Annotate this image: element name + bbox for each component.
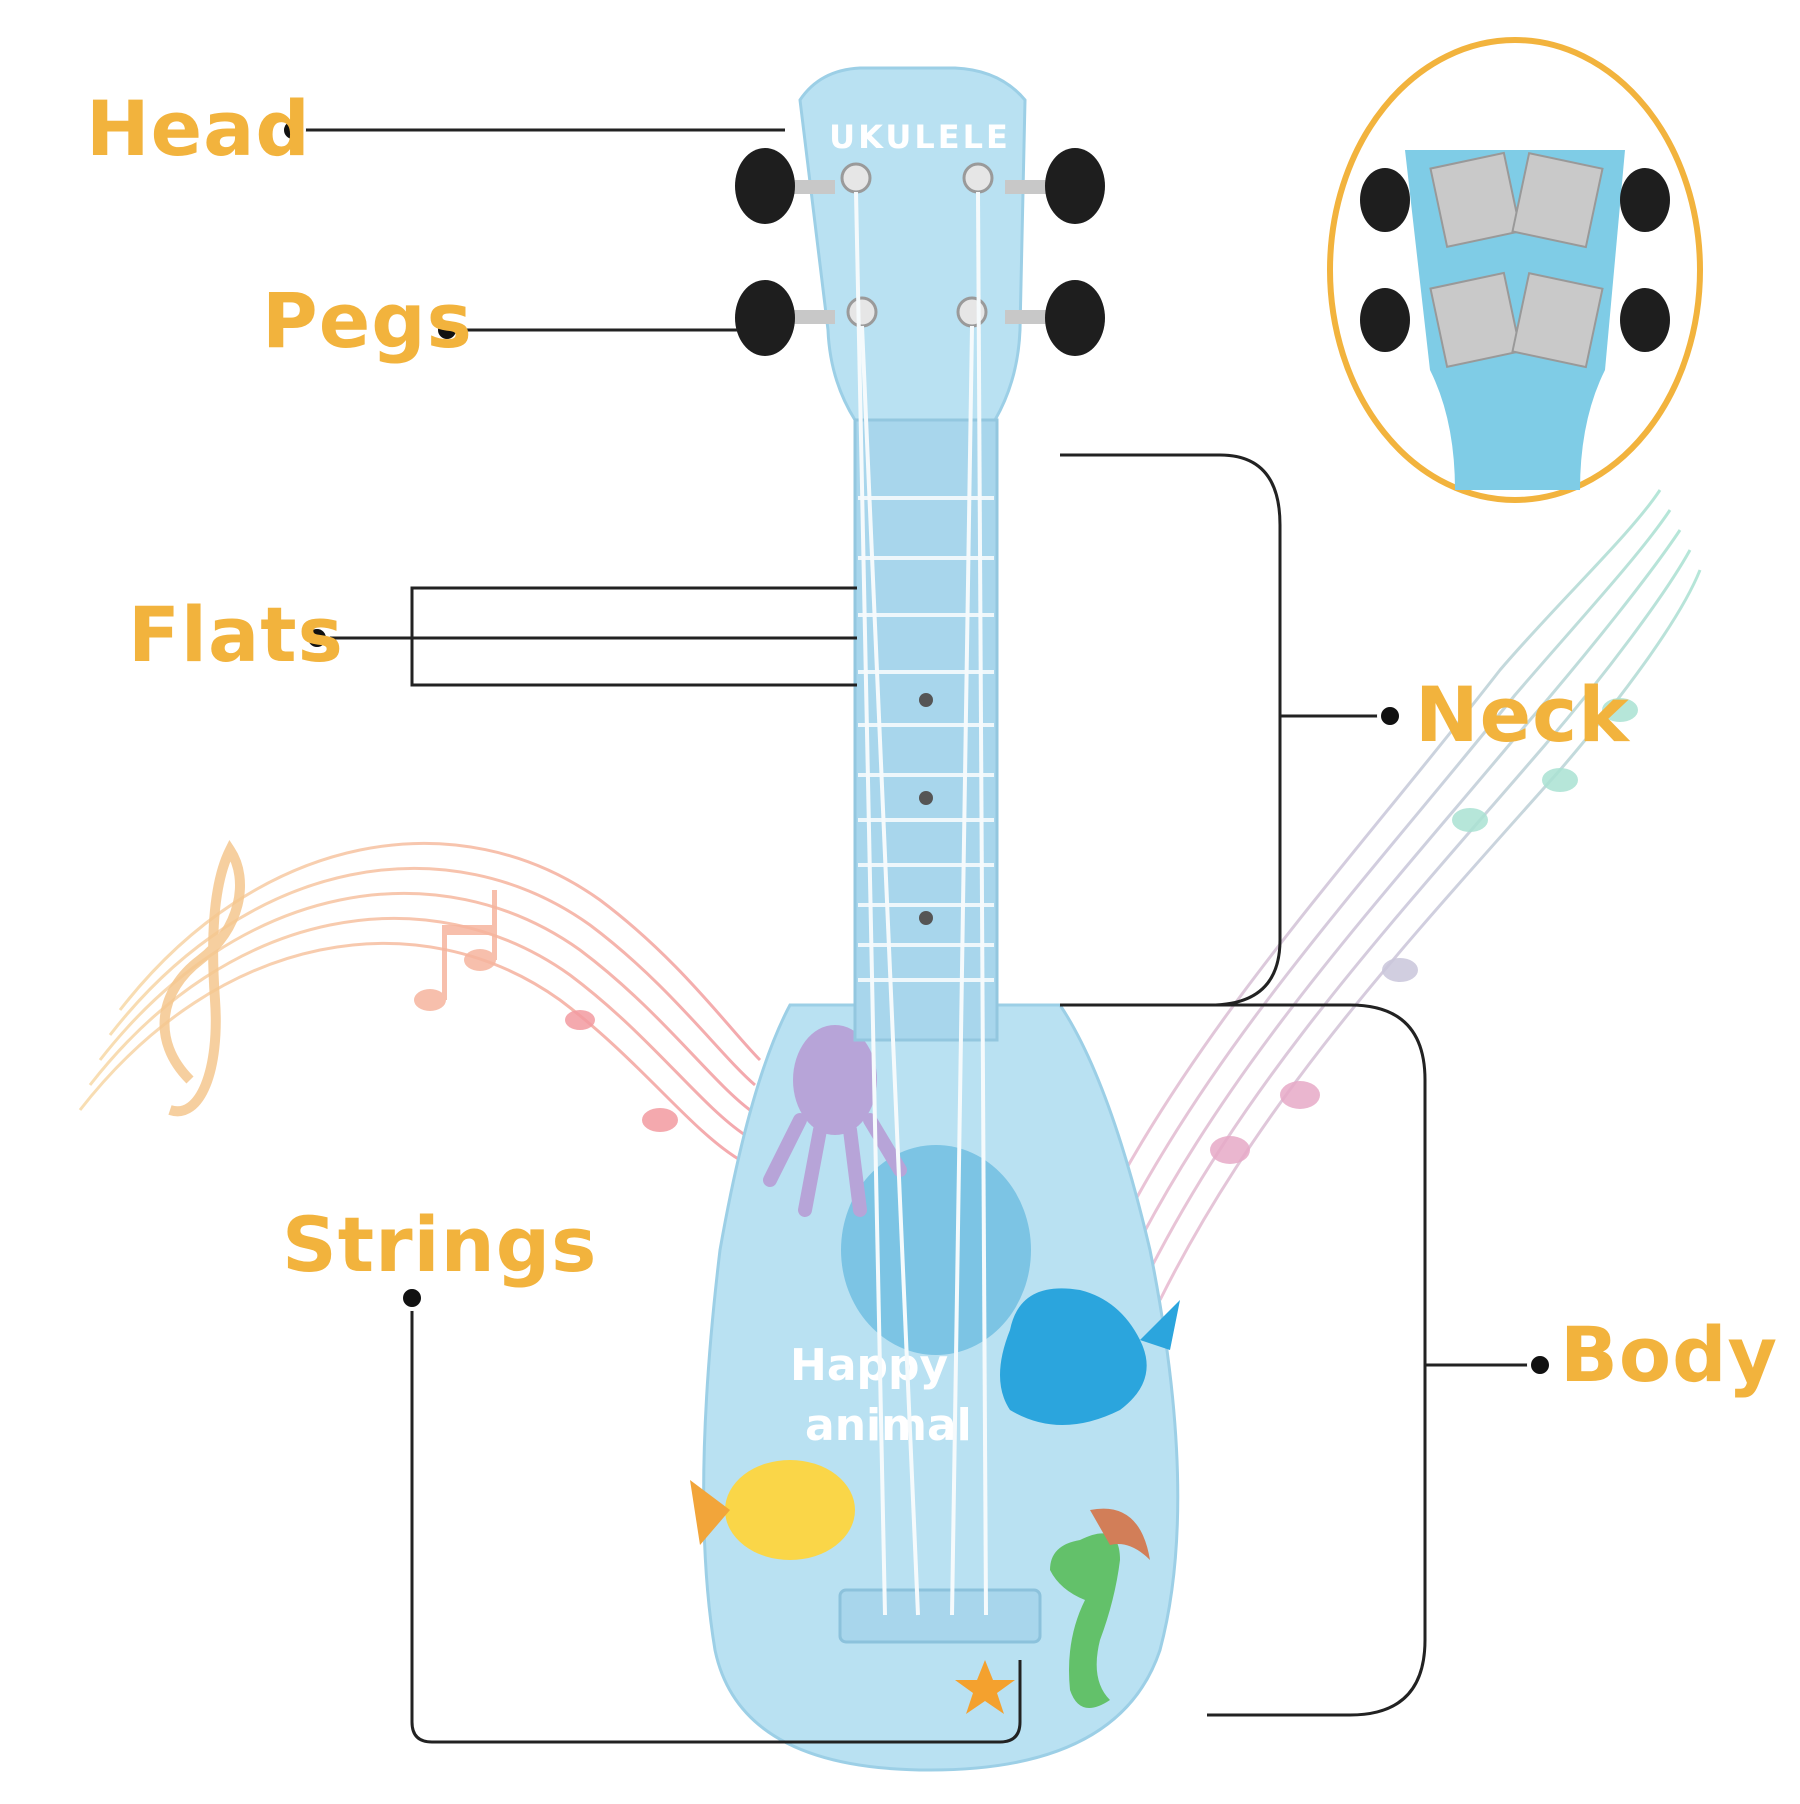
label-neck: Neck bbox=[1415, 670, 1630, 759]
music-staff-right-decoration bbox=[1118, 489, 1702, 1301]
ukulele-headstock: UKULELE bbox=[798, 66, 1027, 422]
music-notes-right-icon bbox=[1210, 698, 1638, 1164]
label-pegs: Pegs bbox=[262, 276, 473, 365]
body-text-line2: animal bbox=[805, 1400, 972, 1451]
peg-knob-icon bbox=[1360, 168, 1410, 232]
starfish-icon bbox=[955, 1660, 1015, 1714]
fish-icon bbox=[690, 1460, 855, 1560]
tuning-pegs bbox=[735, 148, 1105, 356]
headstock-text: UKULELE bbox=[829, 118, 1011, 156]
label-head: Head bbox=[86, 84, 311, 173]
peg-knob-icon bbox=[1620, 288, 1670, 352]
fret-marker bbox=[919, 791, 933, 805]
peg-knob-icon bbox=[1620, 168, 1670, 232]
label-strings: Strings bbox=[282, 1200, 598, 1289]
ukulele-body: Happy animal bbox=[690, 1003, 1180, 1772]
bridge bbox=[838, 1588, 1042, 1644]
peg-knob-icon bbox=[735, 148, 795, 224]
label-flats: Flats bbox=[128, 590, 344, 679]
peg-knob-icon bbox=[735, 280, 795, 356]
ukulele-neck bbox=[853, 418, 999, 1042]
label-body: Body bbox=[1560, 1310, 1779, 1399]
ukulele-strings bbox=[854, 191, 988, 1616]
headstock-back-inset bbox=[1327, 37, 1703, 503]
music-notes-left-icon bbox=[159, 840, 678, 1132]
leader-lines bbox=[293, 128, 1540, 1744]
leader-dots bbox=[280, 117, 1553, 1378]
peg-knob-icon bbox=[1360, 288, 1410, 352]
fret-marker bbox=[919, 693, 933, 707]
sound-hole bbox=[841, 1145, 1031, 1355]
fret-marker bbox=[919, 911, 933, 925]
squid-icon bbox=[763, 1025, 907, 1217]
body-text-line1: Happy bbox=[790, 1340, 948, 1391]
peg-knob-icon bbox=[1045, 280, 1105, 356]
peg-knob-icon bbox=[1045, 148, 1105, 224]
seahorse-icon bbox=[1050, 1508, 1150, 1708]
whale-icon bbox=[1000, 1288, 1180, 1425]
